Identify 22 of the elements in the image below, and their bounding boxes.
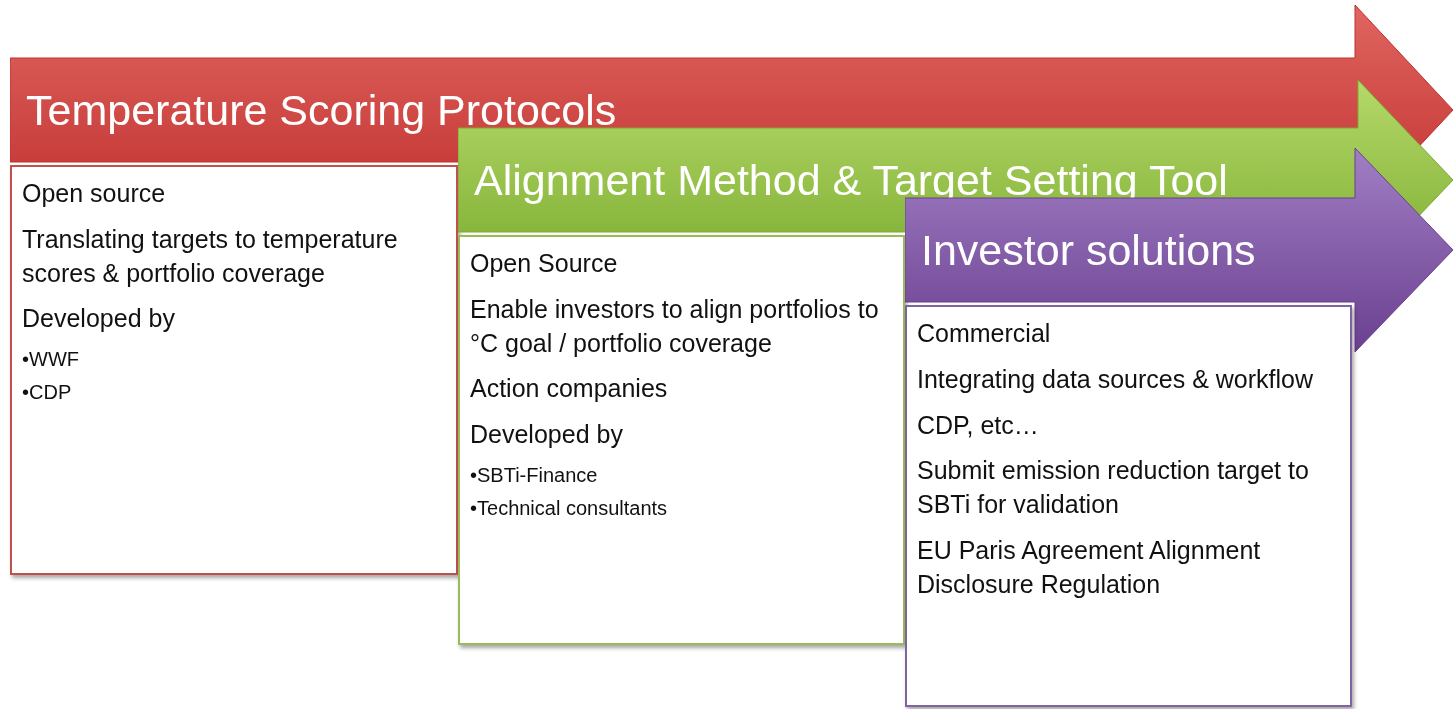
- card-text: Commercial: [917, 318, 1052, 349]
- bullet-item: •SBTi-Finance: [470, 463, 599, 487]
- card-text: Open Source: [470, 248, 619, 279]
- text-card: [905, 305, 1352, 707]
- bullet-item: •Technical consultants: [470, 496, 669, 520]
- text-card: [10, 165, 458, 575]
- card-text: Developed by: [22, 303, 176, 335]
- band-title: Investor solutions: [921, 224, 1256, 276]
- band-title: Temperature Scoring Protocols: [26, 84, 617, 136]
- card-text: Integrating data sources & workflow: [917, 363, 1315, 395]
- band-title: Alignment Method & Target Setting Tool: [474, 154, 1228, 206]
- card-text: Open source: [22, 178, 167, 209]
- card-text: Action companies: [470, 373, 669, 405]
- card-text: Developed by: [470, 419, 624, 450]
- card-text: EU Paris Agreement Alignment Disclosure Regulation: [917, 534, 1262, 600]
- card-text: Translating targets to temperature scores & portfolio coverage: [22, 223, 399, 289]
- bullet-item: •CDP: [22, 381, 73, 404]
- card-text: Enable investors to align portfolios to °C goal / portfolio coverage: [470, 293, 880, 359]
- card-text: Submit emission reduction target to SBTi for validation: [917, 455, 1310, 520]
- card-text: CDP, etc…: [917, 409, 1040, 441]
- text-card: [458, 235, 905, 645]
- bullet-item: •WWF: [22, 348, 80, 371]
